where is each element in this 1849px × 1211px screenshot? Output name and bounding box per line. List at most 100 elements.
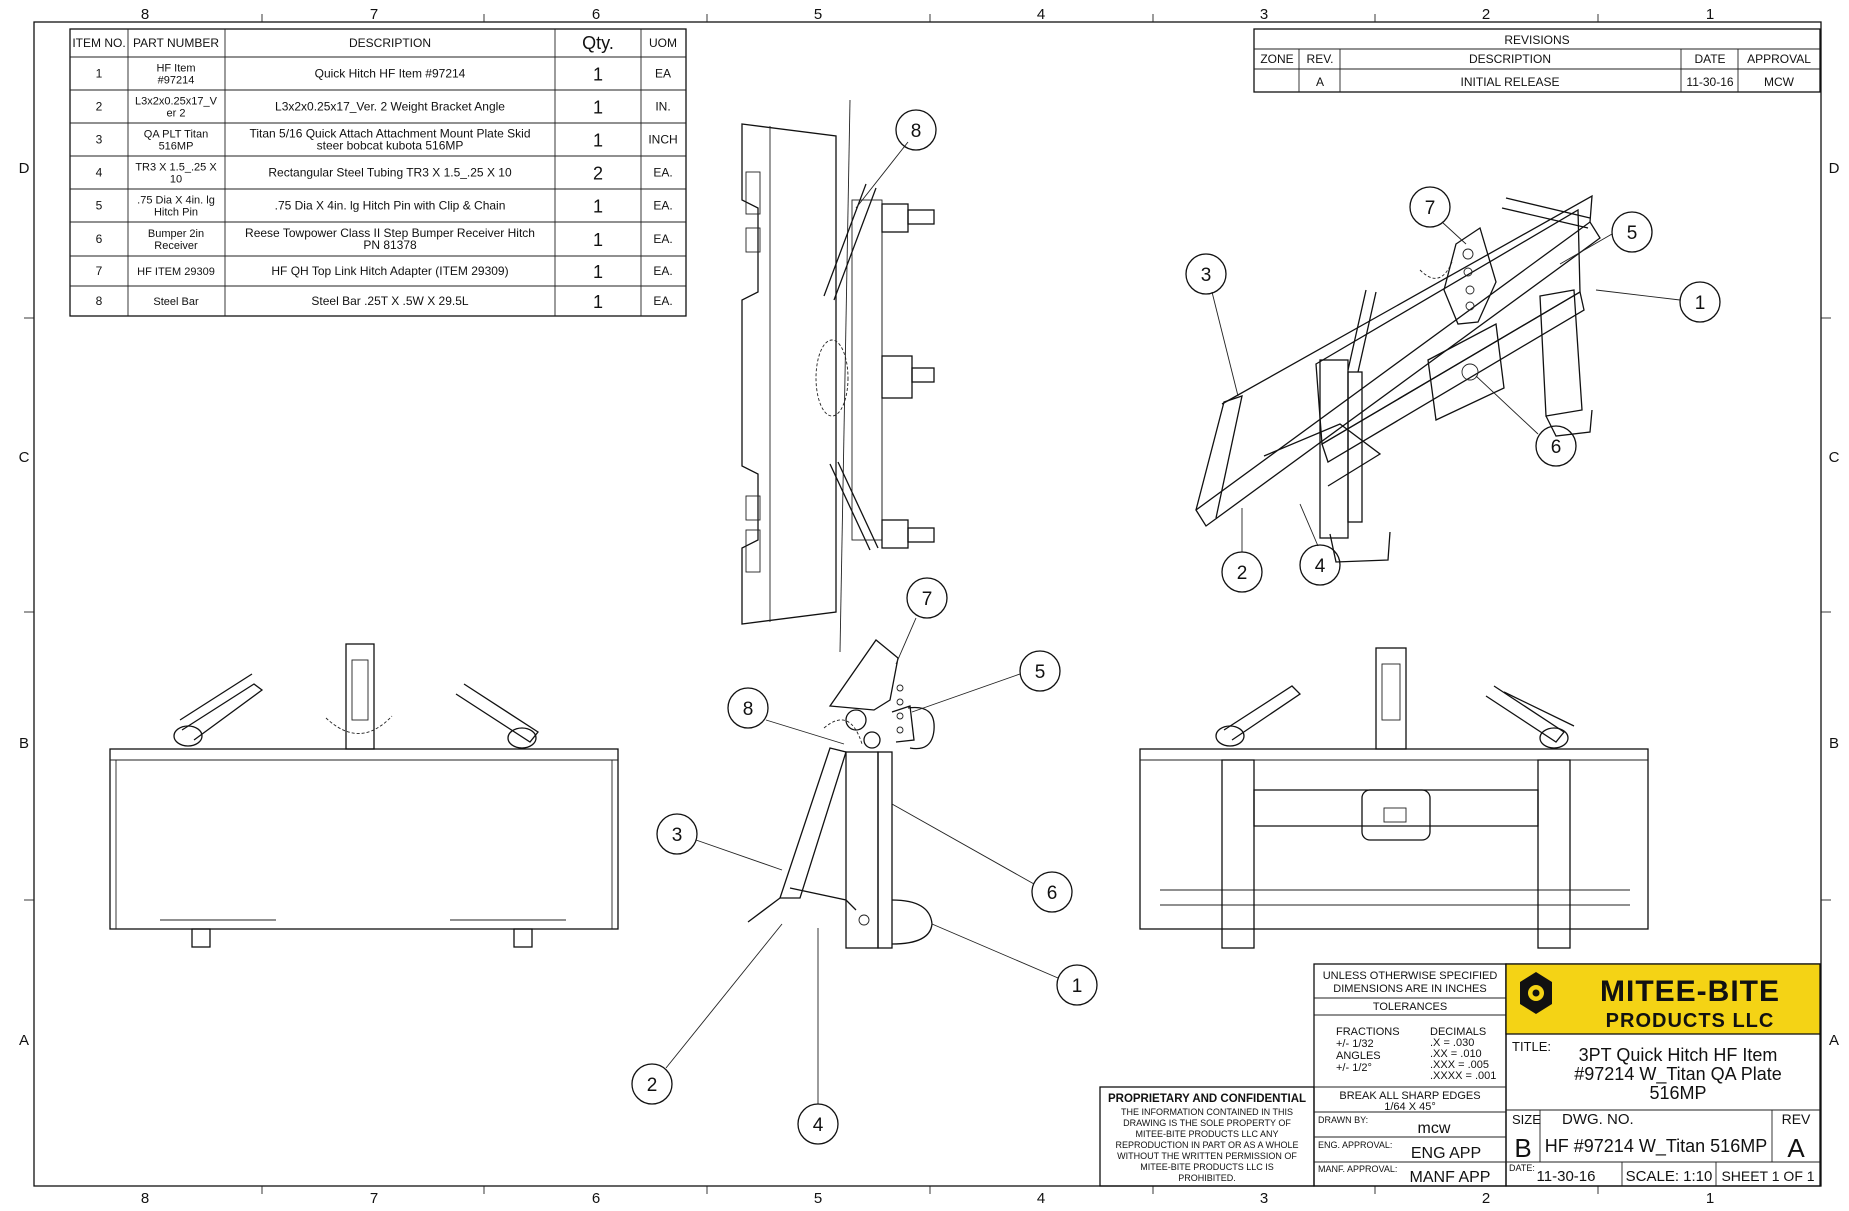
drawn-by: mcw: [1418, 1120, 1451, 1137]
break-edges: 1/64 X 45°: [1384, 1101, 1436, 1113]
balloon-8: 8: [911, 121, 922, 142]
dwg-no: HF #97214 W_Titan 516MP: [1545, 1136, 1767, 1157]
unless-note: DIMENSIONS ARE IN INCHES: [1333, 983, 1486, 995]
balloon-3: 3: [1201, 265, 1212, 286]
balloon-6: 6: [1551, 437, 1562, 458]
zone-col-label: 8: [141, 6, 149, 23]
rear-view: [1139, 647, 1649, 949]
balloon-4: 4: [1315, 556, 1326, 577]
zone-col-label: 6: [592, 6, 600, 23]
drawing-border: [24, 14, 1831, 1194]
bom-description: .75 Dia X 4in. lg Hitch Pin with Clip & …: [275, 199, 506, 213]
scale: SCALE: 1:10: [1626, 1168, 1713, 1185]
decimals-text: DECIMALS: [1430, 1026, 1486, 1038]
fractions-text: FRACTIONS: [1336, 1026, 1400, 1038]
bom-qty: 1: [593, 197, 603, 217]
bom-part-number: Bumper 2in: [148, 228, 204, 240]
bom-item-no: 7: [96, 264, 103, 278]
bom-description: Titan 5/16 Quick Attach Attachment Mount…: [249, 127, 530, 141]
zone-row-label: B: [1829, 735, 1839, 752]
revision-rev: A: [1316, 75, 1324, 89]
company-logo: MITEE-BITE PRODUCTS LLC: [1505, 963, 1821, 1035]
bom-description: Steel Bar .25T X .5W X 29.5L: [311, 294, 469, 308]
drawn-by-label: DRAWN BY:: [1318, 1115, 1368, 1125]
bom-part-number: HF ITEM 29309: [137, 266, 215, 278]
fractions-text: +/- 1/32: [1336, 1038, 1374, 1050]
bom-header: ITEM NO.: [72, 36, 125, 50]
decimals-text: .XXX = .005: [1430, 1059, 1489, 1071]
zone-col-label: 4: [1037, 1190, 1045, 1207]
date-value: 11-30-16: [1537, 1168, 1596, 1185]
balloon-8: 8: [743, 699, 754, 720]
bom-description: Rectangular Steel Tubing TR3 X 1.5_.25 X…: [268, 166, 512, 180]
bom-header: Qty.: [582, 33, 614, 53]
proprietary-text: REPRODUCTION IN PART OR AS A WHOLE: [1115, 1140, 1298, 1150]
bom-description: Quick Hitch HF Item #97214: [315, 67, 466, 81]
fractions-text: ANGLES: [1336, 1050, 1381, 1062]
logo-text: MITEE-BITE: [1600, 975, 1780, 1008]
bom-header: UOM: [649, 36, 677, 50]
bom-qty: 1: [593, 65, 603, 85]
bom-description: Reese Towpower Class II Step Bumper Rece…: [245, 226, 535, 240]
bom-uom: EA.: [653, 166, 672, 180]
eng-approval-label: ENG. APPROVAL:: [1318, 1140, 1392, 1150]
break-edges: BREAK ALL SHARP EDGES: [1339, 1090, 1480, 1102]
fractions-text: +/- 1/2°: [1336, 1062, 1372, 1074]
bom-item-no: 6: [96, 232, 103, 246]
title-label: TITLE:: [1512, 1039, 1551, 1054]
bom-qty: 1: [593, 230, 603, 250]
zone-row-label: B: [19, 735, 29, 752]
zone-col-label: 5: [814, 1190, 822, 1207]
balloon-5: 5: [1627, 223, 1638, 244]
sheet-number: SHEET 1 OF 1: [1721, 1168, 1814, 1184]
zone-rows: D C B A D C B A: [19, 160, 1840, 1049]
bom-description: steer bobcat kubota 516MP: [317, 139, 464, 153]
zone-row-label: A: [1829, 1032, 1839, 1049]
revision-approval: MCW: [1764, 75, 1795, 89]
zone-col-label: 7: [370, 6, 378, 23]
revisions-header: ZONE: [1260, 52, 1293, 66]
balloon-4: 4: [813, 1115, 824, 1136]
size-label: SIZE: [1512, 1112, 1541, 1127]
bom-part-number: TR3 X 1.5_.25 X: [135, 162, 217, 174]
bom-description: HF QH Top Link Hitch Adapter (ITEM 29309…: [271, 264, 508, 278]
drawing-title: 3PT Quick Hitch HF Item: [1579, 1045, 1778, 1065]
revisions-header: DESCRIPTION: [1469, 52, 1551, 66]
zone-col-label: 6: [592, 1190, 600, 1207]
isometric-view: [1195, 194, 1601, 563]
title-block: UNLESS OTHERWISE SPECIFIED DIMENSIONS AR…: [1099, 963, 1821, 1187]
proprietary-text: PROHIBITED.: [1178, 1173, 1236, 1183]
bom-uom: EA.: [653, 232, 672, 246]
manf-approval-label: MANF. APPROVAL:: [1318, 1164, 1397, 1174]
rev-label: REV: [1782, 1111, 1811, 1127]
bom-uom: EA.: [653, 294, 672, 308]
zone-col-label: 3: [1260, 1190, 1268, 1207]
revisions-table: REVISIONS ZONE REV. DESCRIPTION DATE APP…: [1253, 28, 1821, 93]
balloon-7: 7: [1425, 198, 1436, 219]
side-view-bottom: [747, 639, 935, 949]
zone-col-label: 8: [141, 1190, 149, 1207]
bom-item-no: 5: [96, 199, 103, 213]
zone-col-label: 4: [1037, 6, 1045, 23]
rev-value: A: [1787, 1133, 1805, 1163]
bom-part-number: 10: [170, 174, 182, 186]
tolerances-label: TOLERANCES: [1373, 1001, 1447, 1013]
proprietary-text: DRAWING IS THE SOLE PROPERTY OF: [1123, 1118, 1291, 1128]
zone-col-label: 5: [814, 6, 822, 23]
proprietary-text: MITEE-BITE PRODUCTS LLC ANY: [1135, 1129, 1278, 1139]
side-view-top: [741, 99, 935, 653]
balloon-2: 2: [1237, 563, 1248, 584]
bom-part-number: QA PLT Titan: [144, 129, 208, 141]
zone-row-label: D: [1829, 160, 1840, 177]
unless-note: UNLESS OTHERWISE SPECIFIED: [1323, 970, 1498, 982]
bom-item-no: 8: [96, 294, 103, 308]
zone-col-label: 1: [1706, 6, 1714, 23]
bom-part-number: er 2: [167, 108, 186, 120]
bom-header: PART NUMBER: [133, 36, 219, 50]
bom-part-number: .75 Dia X 4in. lg: [137, 195, 215, 207]
zone-col-label: 7: [370, 1190, 378, 1207]
bom-uom: EA: [655, 67, 671, 81]
bom-part-number: HF Item: [156, 63, 195, 75]
